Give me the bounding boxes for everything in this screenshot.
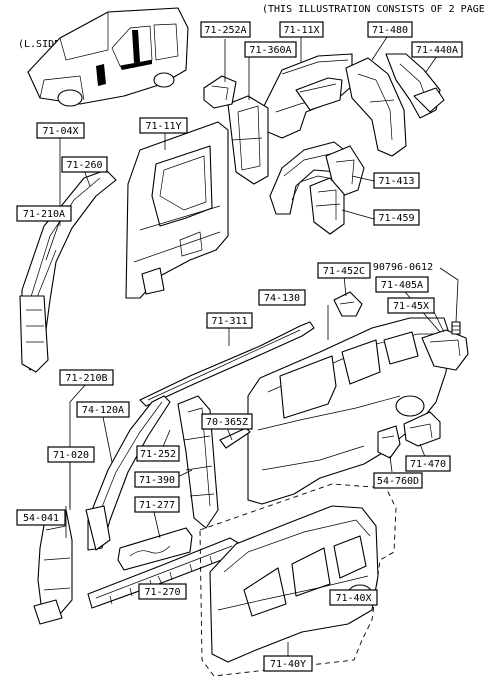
part-label-text: 71-11X	[283, 25, 319, 36]
bracket-452c	[333, 291, 363, 317]
part-label-text: 74-120A	[82, 405, 124, 416]
part-label-71-360A[interactable]: 71-360A	[244, 41, 297, 58]
body-side-outer-panel	[247, 317, 451, 505]
part-label-71-480[interactable]: 71-480	[367, 21, 413, 38]
part-label-71-45X[interactable]: 71-45X	[387, 297, 435, 314]
part-label-text: 71-210A	[23, 209, 65, 220]
part-label-text: 71-470	[410, 459, 446, 470]
rear-pillar-panel	[345, 57, 407, 157]
part-label-text: 71-480	[372, 25, 408, 36]
part-label-text: 71-270	[144, 587, 180, 598]
pillar-base-020	[33, 509, 73, 625]
part-label-71-260[interactable]: 71-260	[61, 156, 108, 173]
part-label-71-270[interactable]: 71-270	[138, 583, 187, 600]
part-label-text: 71-277	[139, 500, 175, 511]
front-pillar-210a	[19, 169, 117, 373]
part-label-text: 71-45X	[393, 301, 429, 312]
part-label-text: 71-210B	[65, 373, 107, 384]
part-label-71-470[interactable]: 71-470	[405, 455, 451, 472]
part-label-71-459[interactable]: 71-459	[373, 209, 420, 226]
part-label-text: 71-40X	[335, 593, 371, 604]
part-label-71-252A[interactable]: 71-252A	[200, 21, 251, 38]
vehicle-thumbnail	[27, 7, 189, 107]
part-label-text: 90796-0612	[373, 262, 433, 273]
outer-panel-box	[199, 483, 397, 677]
part-label-text: 71-405A	[381, 280, 423, 291]
pillar-inner-panel	[227, 95, 269, 185]
bracket-760d	[377, 425, 401, 459]
part-label-71-020[interactable]: 71-020	[47, 446, 95, 463]
part-label-text: 54-760D	[377, 476, 419, 487]
part-label-90796-0612[interactable]: 90796-0612	[373, 262, 433, 273]
part-label-70-365Z[interactable]: 70-365Z	[201, 413, 253, 430]
part-label-text: 71-413	[378, 176, 414, 187]
part-label-71-405A[interactable]: 71-405A	[375, 276, 429, 293]
part-label-71-210B[interactable]: 71-210B	[59, 369, 114, 386]
part-label-text: 71-252A	[204, 25, 246, 36]
trim-277	[117, 527, 193, 571]
roof-rail-311	[139, 321, 315, 407]
part-label-text: 71-11Y	[145, 121, 181, 132]
side-frame-inner-11y	[125, 121, 229, 299]
part-label-71-277[interactable]: 71-277	[134, 496, 180, 513]
part-label-71-452C[interactable]: 71-452C	[317, 262, 371, 279]
part-label-71-04X[interactable]: 71-04X	[36, 122, 85, 139]
part-label-text: 71-311	[211, 316, 247, 327]
part-label-text: 71-252	[140, 449, 176, 460]
part-label-71-440A[interactable]: 71-440A	[411, 41, 463, 58]
part-label-text: 71-452C	[323, 266, 365, 277]
part-label-text: 71-440A	[416, 45, 458, 56]
fuel-lid-45x	[421, 329, 469, 371]
part-label-74-120A[interactable]: 74-120A	[76, 401, 130, 418]
bracket-small	[203, 75, 237, 109]
part-label-54-041[interactable]: 54-041	[16, 509, 66, 526]
part-label-71-252[interactable]: 71-252	[136, 445, 180, 462]
part-label-71-390[interactable]: 71-390	[134, 471, 180, 488]
part-label-71-40X[interactable]: 71-40X	[329, 589, 378, 606]
bracket-459	[309, 177, 345, 235]
part-label-71-11Y[interactable]: 71-11Y	[139, 117, 188, 134]
strip-365z	[219, 427, 251, 449]
center-pillar-120a	[85, 395, 171, 551]
part-label-text: 71-260	[66, 160, 102, 171]
part-label-71-40Y[interactable]: 71-40Y	[263, 655, 313, 672]
part-label-text: 71-459	[378, 213, 414, 224]
part-label-54-760D[interactable]: 54-760D	[373, 472, 423, 489]
part-label-74-130[interactable]: 74-130	[258, 289, 306, 306]
part-label-text: 71-360A	[249, 45, 291, 56]
part-label-71-413[interactable]: 71-413	[373, 172, 420, 189]
part-label-text: 71-390	[139, 475, 175, 486]
part-label-text: 71-40Y	[270, 659, 306, 670]
side-label: (L.SIDE)	[18, 39, 66, 50]
part-label-text: 74-130	[264, 293, 300, 304]
part-label-text: 71-020	[53, 450, 89, 461]
part-label-text: 70-365Z	[206, 417, 248, 428]
part-label-71-11X[interactable]: 71-11X	[279, 21, 324, 38]
quarter-inner-panel-upper	[261, 53, 353, 139]
bracket-470	[403, 411, 441, 447]
part-label-71-311[interactable]: 71-311	[206, 312, 253, 329]
part-label-text: 71-04X	[42, 126, 78, 137]
page-note: (THIS ILLUSTRATION CONSISTS OF 2 PAGES)	[262, 4, 484, 15]
corner-bracket	[385, 53, 445, 119]
part-label-71-210A[interactable]: 71-210A	[16, 205, 72, 222]
bolt-90796	[451, 321, 461, 335]
part-label-text: 54-041	[23, 513, 59, 524]
